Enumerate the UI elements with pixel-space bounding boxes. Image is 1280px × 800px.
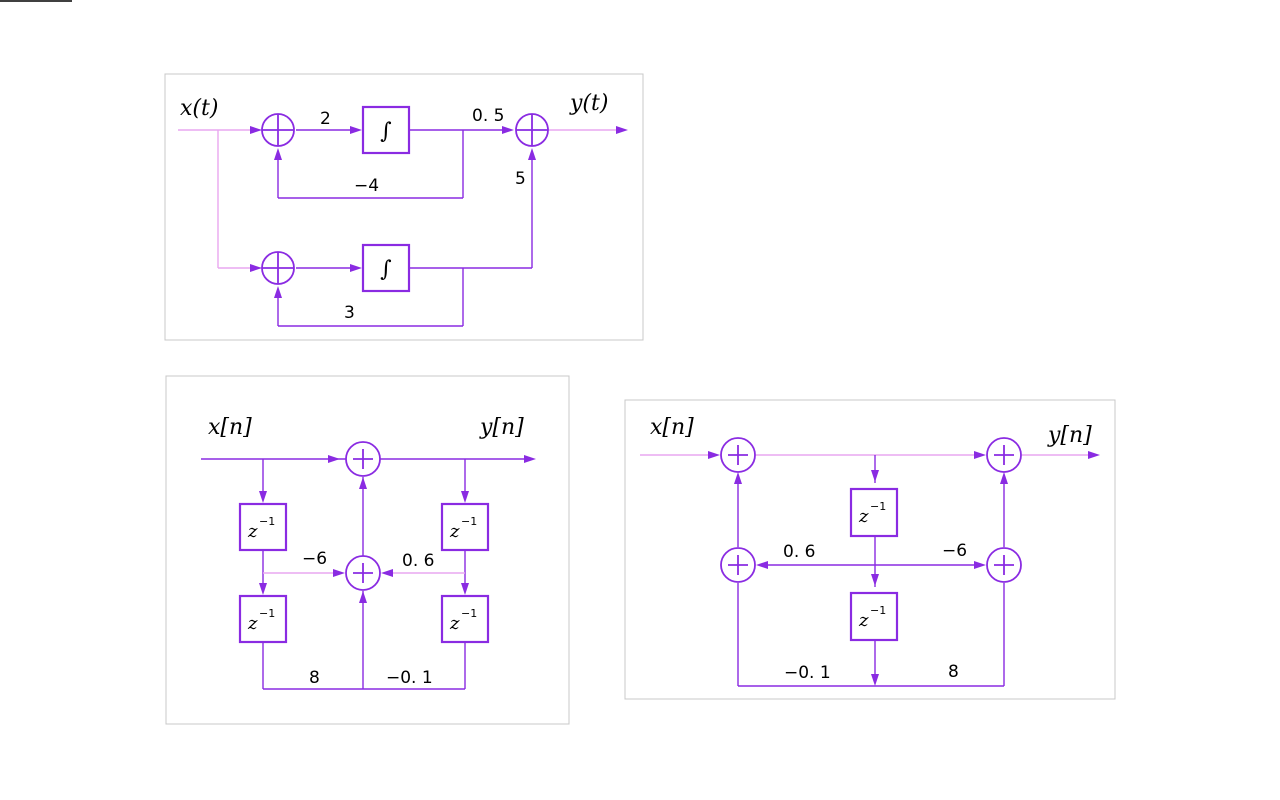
gain-label: −6 [942,541,967,561]
summing-junction-icon [986,547,1022,583]
gain-label: −6 [302,549,327,569]
arrow-head [333,569,345,577]
summing-junction-icon [720,437,756,473]
arrow-head [528,148,536,160]
arrow-head [328,455,340,463]
arrow-head [871,470,879,482]
arrow-head [274,286,282,298]
arrow-head [616,126,628,134]
unit-delay-block: z −1 [849,487,899,538]
delay-exponent: −1 [259,607,275,620]
input-label: x(t) [180,96,218,121]
arrow-head [734,472,742,484]
arrow-head [1088,451,1100,459]
gain-label: 8 [309,668,320,688]
gain-label: −4 [354,176,379,196]
arrow-head [871,574,879,586]
arrow-head [381,569,393,577]
integrator-block: ∫ [361,105,411,155]
gain-label: 8 [948,662,959,682]
output-label: y[n] [1047,423,1092,448]
delay-exponent: −1 [870,604,886,617]
arrow-head [359,477,367,489]
input-label: x[n] [208,415,252,440]
gain-label: 2 [320,109,331,129]
summing-junction-icon [261,113,295,147]
gain-label: −0. 1 [784,663,831,683]
arrow-head [756,561,768,569]
delay-exponent: −1 [870,500,886,513]
unit-delay-block: z −1 [849,591,899,642]
input-label: x[n] [650,415,694,440]
summing-junction-icon [345,441,381,477]
summing-junction-icon [515,113,549,147]
delay-base: z [858,506,869,527]
arrow-head [708,451,720,459]
panel-continuous: ∫ ∫ x(t) y(t) 2 −4 0. 5 5 3 [164,73,644,341]
arrow-head [502,126,514,134]
summing-junction-icon [720,547,756,583]
gain-label: 0. 5 [472,106,504,126]
arrow-head [259,491,267,503]
arrow-head [524,455,536,463]
integrator-symbol: ∫ [380,257,392,282]
unit-delay-block: z −1 [440,502,490,552]
delay-base: z [449,613,460,634]
delay-exponent: −1 [461,607,477,620]
arrow-head [350,264,362,272]
summing-junction-icon [261,251,295,285]
gain-label: −0. 1 [386,668,433,688]
unit-delay-block: z −1 [238,502,288,552]
integrator-symbol: ∫ [380,119,392,144]
unit-delay-block: z −1 [440,594,490,644]
arrow-head [274,148,282,160]
output-label: y[n] [479,415,524,440]
panel-direct-form: z −1 z −1 z −1 z −1 x[n] y[n] −6 0. 6 8 … [165,375,570,725]
panel-canonic-form: z −1 z −1 x[n] y[n] 0. 6 −6 −0. 1 8 [624,399,1116,700]
arrow-head [461,583,469,595]
delay-base: z [247,613,258,634]
arrow-head [250,264,262,272]
delay-base: z [858,610,869,631]
summing-junction-icon [345,555,381,591]
arrow-head [350,126,362,134]
integrator-block: ∫ [361,243,411,293]
delay-base: z [449,521,460,542]
arrow-head [871,674,879,686]
output-label: y(t) [569,91,608,116]
gain-label: 3 [344,303,355,323]
delay-exponent: −1 [461,515,477,528]
arrow-head [259,583,267,595]
arrow-head [461,491,469,503]
gain-label: 0. 6 [402,551,434,571]
arrow-head [974,451,986,459]
arrow-head [250,126,262,134]
arrow-head [974,561,986,569]
summing-junction-icon [986,437,1022,473]
arrow-head [359,591,367,603]
delay-base: z [247,521,258,542]
unit-delay-block: z −1 [238,594,288,644]
gain-label: 0. 6 [783,542,815,562]
delay-exponent: −1 [259,515,275,528]
gain-label: 5 [515,169,526,189]
arrow-head [1000,472,1008,484]
